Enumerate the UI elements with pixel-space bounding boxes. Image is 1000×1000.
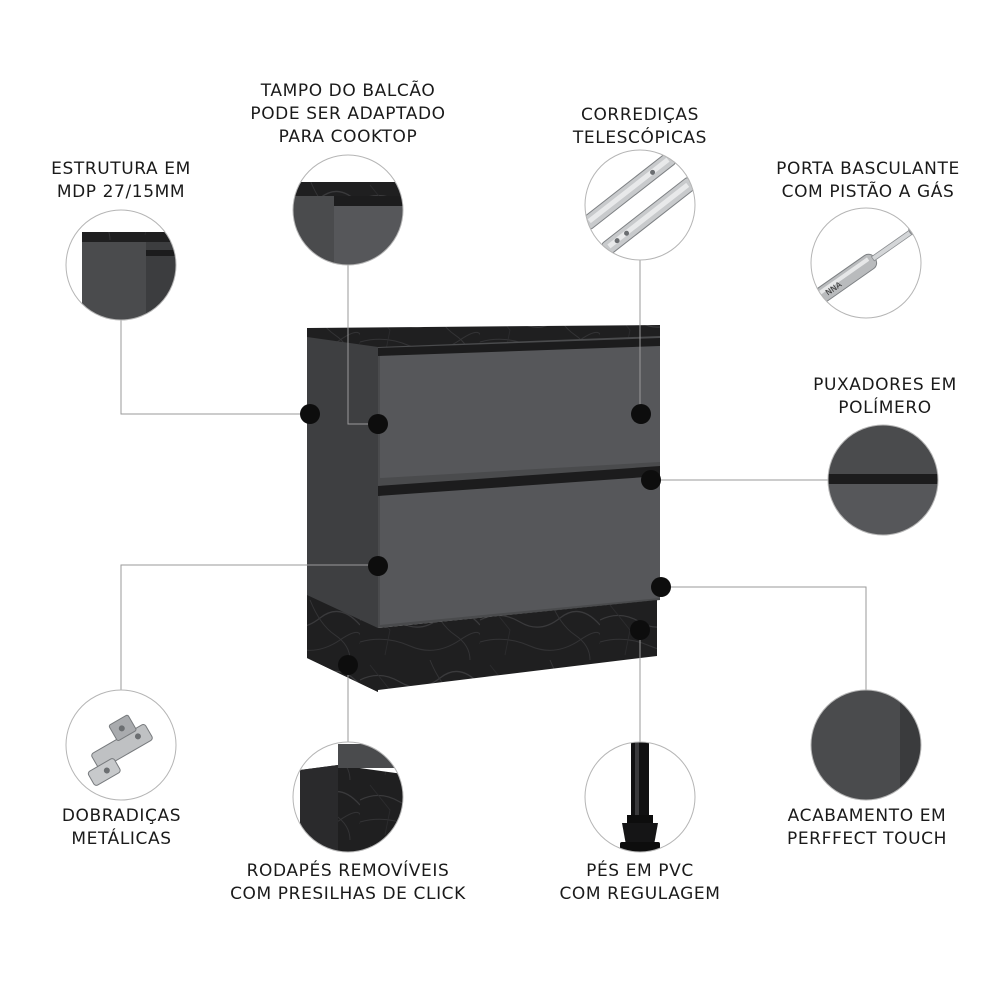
label-tampo: TAMPO DO BALCÃO PODE SER ADAPTADO PARA C… (238, 80, 458, 149)
leader-dobradicas (120, 564, 378, 690)
handle-top (378, 338, 660, 356)
label-puxadores-line-2: POLÍMERO (838, 398, 932, 418)
label-pes-line-2: COM REGULAGEM (559, 884, 721, 904)
label-acabamento: ACABAMENTO EM PERFFECT TOUCH (772, 805, 962, 851)
dot-puxadores (641, 470, 661, 490)
detail-rodapes-icon (292, 741, 404, 853)
handle-bottom (378, 466, 660, 496)
detail-hinge-icon (65, 689, 177, 801)
label-corredicas-line-1: CORREDIÇAS (580, 105, 699, 125)
detail-tampo-icon (292, 154, 404, 266)
label-rodapes-line-2: COM PRESILHAS DE CLICK (230, 884, 466, 904)
detail-piston-icon: NNA (810, 207, 922, 319)
label-tampo-line-1: TAMPO DO BALCÃO (260, 81, 436, 101)
detail-estrutura-icon (65, 209, 177, 321)
dot-corredicas (631, 404, 651, 424)
dot-pes (630, 620, 650, 640)
label-porta: PORTA BASCULANTE COM PISTÃO A GÁS (758, 158, 978, 204)
leader-lines (120, 260, 867, 742)
detail-acabamento-icon (810, 689, 922, 801)
label-rodapes: RODAPÉS REMOVÍVEIS COM PRESILHAS DE CLIC… (218, 860, 478, 906)
label-corredicas: CORREDIÇAS TELESCÓPICAS (550, 104, 730, 150)
label-pes-line-1: PÉS EM PVC (586, 861, 694, 881)
dot-tampo (368, 414, 388, 434)
label-dobradicas-line-1: DOBRADIÇAS (61, 806, 182, 826)
label-pes: PÉS EM PVC COM REGULAGEM (545, 860, 735, 906)
leader-acabamento (661, 586, 867, 690)
dot-estrutura (300, 404, 320, 424)
drawer-top (380, 342, 660, 478)
label-dobradicas: DOBRADIÇAS METÁLICAS (44, 805, 199, 851)
leader-estrutura (120, 320, 308, 415)
label-acabamento-line-1: ACABAMENTO EM (787, 806, 947, 826)
label-porta-line-2: COM PISTÃO A GÁS (781, 182, 955, 202)
label-puxadores-line-1: PUXADORES EM (813, 375, 957, 395)
label-estrutura: ESTRUTURA EM MDP 27/15MM (36, 158, 206, 204)
label-dobradicas-line-2: METÁLICAS (71, 829, 172, 849)
label-puxadores: PUXADORES EM POLÍMERO (800, 374, 970, 420)
plinth-front (378, 600, 657, 690)
dot-dobradicas (368, 556, 388, 576)
drawer-bottom (380, 474, 660, 625)
dot-rodapes (338, 655, 358, 675)
plinth-side (307, 595, 378, 692)
label-tampo-line-3: PARA COOKTOP (278, 127, 418, 147)
cabinet (307, 325, 660, 692)
label-estrutura-line-1: ESTRUTURA EM (51, 159, 191, 179)
detail-corredicas-icon (584, 149, 696, 261)
label-corredicas-line-2: TELESCÓPICAS (572, 128, 708, 148)
label-tampo-line-2: PODE SER ADAPTADO (250, 104, 446, 124)
detail-puxadores-icon (827, 424, 939, 536)
detail-feet-icon (584, 741, 696, 853)
callout-dots (300, 404, 671, 675)
dot-acabamento (651, 577, 671, 597)
label-rodapes-line-1: RODAPÉS REMOVÍVEIS (246, 861, 450, 881)
label-acabamento-line-2: PERFFECT TOUCH (786, 829, 948, 849)
countertop (307, 325, 660, 347)
label-porta-line-1: PORTA BASCULANTE (776, 159, 960, 179)
label-estrutura-line-2: MDP 27/15MM (56, 182, 186, 202)
